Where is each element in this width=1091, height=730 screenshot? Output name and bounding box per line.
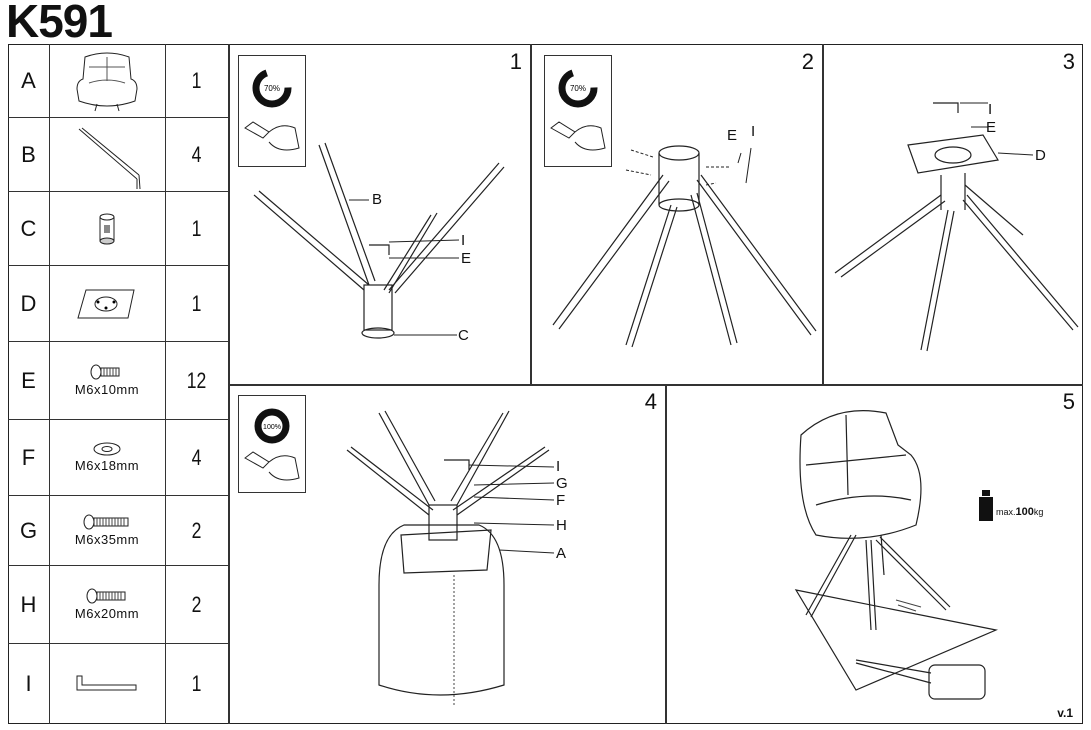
part-row-a: A 1 <box>8 44 228 118</box>
part-label: B <box>372 191 383 208</box>
divider <box>530 44 532 384</box>
part-label: I <box>751 123 756 140</box>
part-label: C <box>458 327 469 344</box>
svg-text:70%: 70% <box>570 84 586 93</box>
part-qty: 2 <box>191 517 202 543</box>
part-letter: A <box>8 44 50 117</box>
part-row-c: C 1 <box>8 192 228 266</box>
divider <box>665 384 667 724</box>
part-label: I <box>988 101 993 118</box>
part-spec: M6x20mm <box>74 606 140 621</box>
allen-key-icon <box>76 675 137 691</box>
svg-text:70%: 70% <box>264 84 280 93</box>
allen-key-hand-icon <box>550 121 606 151</box>
divider <box>228 384 1083 386</box>
part-qty: 12 <box>186 367 207 393</box>
part-label: F <box>556 492 566 509</box>
step-number: 3 <box>1062 49 1075 74</box>
torque-dial-icon: 70% <box>252 68 292 108</box>
part-row-i: I 1 <box>8 644 228 724</box>
part-qty: 1 <box>191 671 202 696</box>
step-4-panel: 4 100% I G F H A <box>229 385 665 724</box>
connector-tube-icon <box>99 213 115 244</box>
part-letter: I <box>8 644 50 724</box>
part-letter: B <box>8 118 50 191</box>
part-label: G <box>556 475 568 492</box>
step-1-drawing <box>253 142 505 339</box>
part-label: E <box>461 250 472 267</box>
step-5-panel: 5 max.100kg v.1 <box>666 385 1083 724</box>
part-letter: G <box>8 496 50 565</box>
chair-icon <box>76 52 138 111</box>
part-label: D <box>1035 147 1046 164</box>
parts-table: A 1 B 4 C 1 D 1 E M6x10mm 12 F M6x18mm 4… <box>8 44 228 724</box>
svg-text:100%: 100% <box>263 424 281 431</box>
part-qty: 4 <box>191 141 202 167</box>
part-letter: F <box>8 420 50 495</box>
step-2-panel: 2 70% E I <box>531 45 822 384</box>
allen-key-hand-icon <box>244 451 300 481</box>
part-qty: 1 <box>191 67 202 93</box>
part-letter: H <box>8 566 50 643</box>
part-qty: 1 <box>191 215 202 241</box>
part-qty: 4 <box>191 444 202 470</box>
step-1-panel: 1 70% B I E C <box>229 45 530 384</box>
step-2-drawing <box>552 145 817 348</box>
part-row-f: F M6x18mm 4 <box>8 420 228 496</box>
washer-icon <box>93 442 121 456</box>
tool-box: 70% <box>238 55 306 167</box>
part-label: E <box>986 119 997 136</box>
part-letter: D <box>8 266 50 341</box>
torque-dial-icon: 100% <box>254 408 290 444</box>
assembled-chair-drawing <box>794 410 999 700</box>
bolt-icon <box>90 364 120 380</box>
part-label: A <box>556 545 567 562</box>
step-number: 5 <box>1062 389 1075 414</box>
divider <box>822 44 824 384</box>
version-label: v.1 <box>1057 706 1073 720</box>
step-3-drawing <box>834 102 1079 352</box>
leg-icon <box>78 127 141 189</box>
part-row-e: E M6x10mm 12 <box>8 342 228 420</box>
part-row-b: B 4 <box>8 118 228 192</box>
part-row-g: G M6x35mm 2 <box>8 496 228 566</box>
weight-icon <box>979 490 993 521</box>
part-row-d: D 1 <box>8 266 228 342</box>
step-3-panel: 3 I E D <box>823 45 1083 384</box>
part-qty: 1 <box>191 290 202 316</box>
part-letter: E <box>8 342 50 419</box>
part-letter: C <box>8 192 50 265</box>
step-number: 1 <box>509 49 522 74</box>
tool-box: 100% <box>238 395 306 493</box>
part-label: H <box>556 517 567 534</box>
part-label: I <box>461 232 466 249</box>
model-title: K591 <box>6 0 113 47</box>
part-label: E <box>727 127 738 144</box>
bolt-icon <box>86 588 126 604</box>
max-load-label: max.100kg <box>996 506 1044 518</box>
torque-dial-icon: 70% <box>558 68 598 108</box>
step-number: 2 <box>801 49 814 74</box>
part-row-h: H M6x20mm 2 <box>8 566 228 644</box>
mounting-plate-icon <box>77 289 135 318</box>
part-qty: 2 <box>191 591 202 617</box>
part-spec: M6x10mm <box>74 382 140 397</box>
bolt-icon <box>83 514 129 530</box>
part-spec: M6x35mm <box>74 532 140 547</box>
part-label: I <box>556 458 561 475</box>
tool-box: 70% <box>544 55 612 167</box>
step-number: 4 <box>644 389 657 414</box>
part-spec: M6x18mm <box>74 458 140 473</box>
allen-key-hand-icon <box>244 121 300 151</box>
step-4-drawing <box>346 410 555 705</box>
